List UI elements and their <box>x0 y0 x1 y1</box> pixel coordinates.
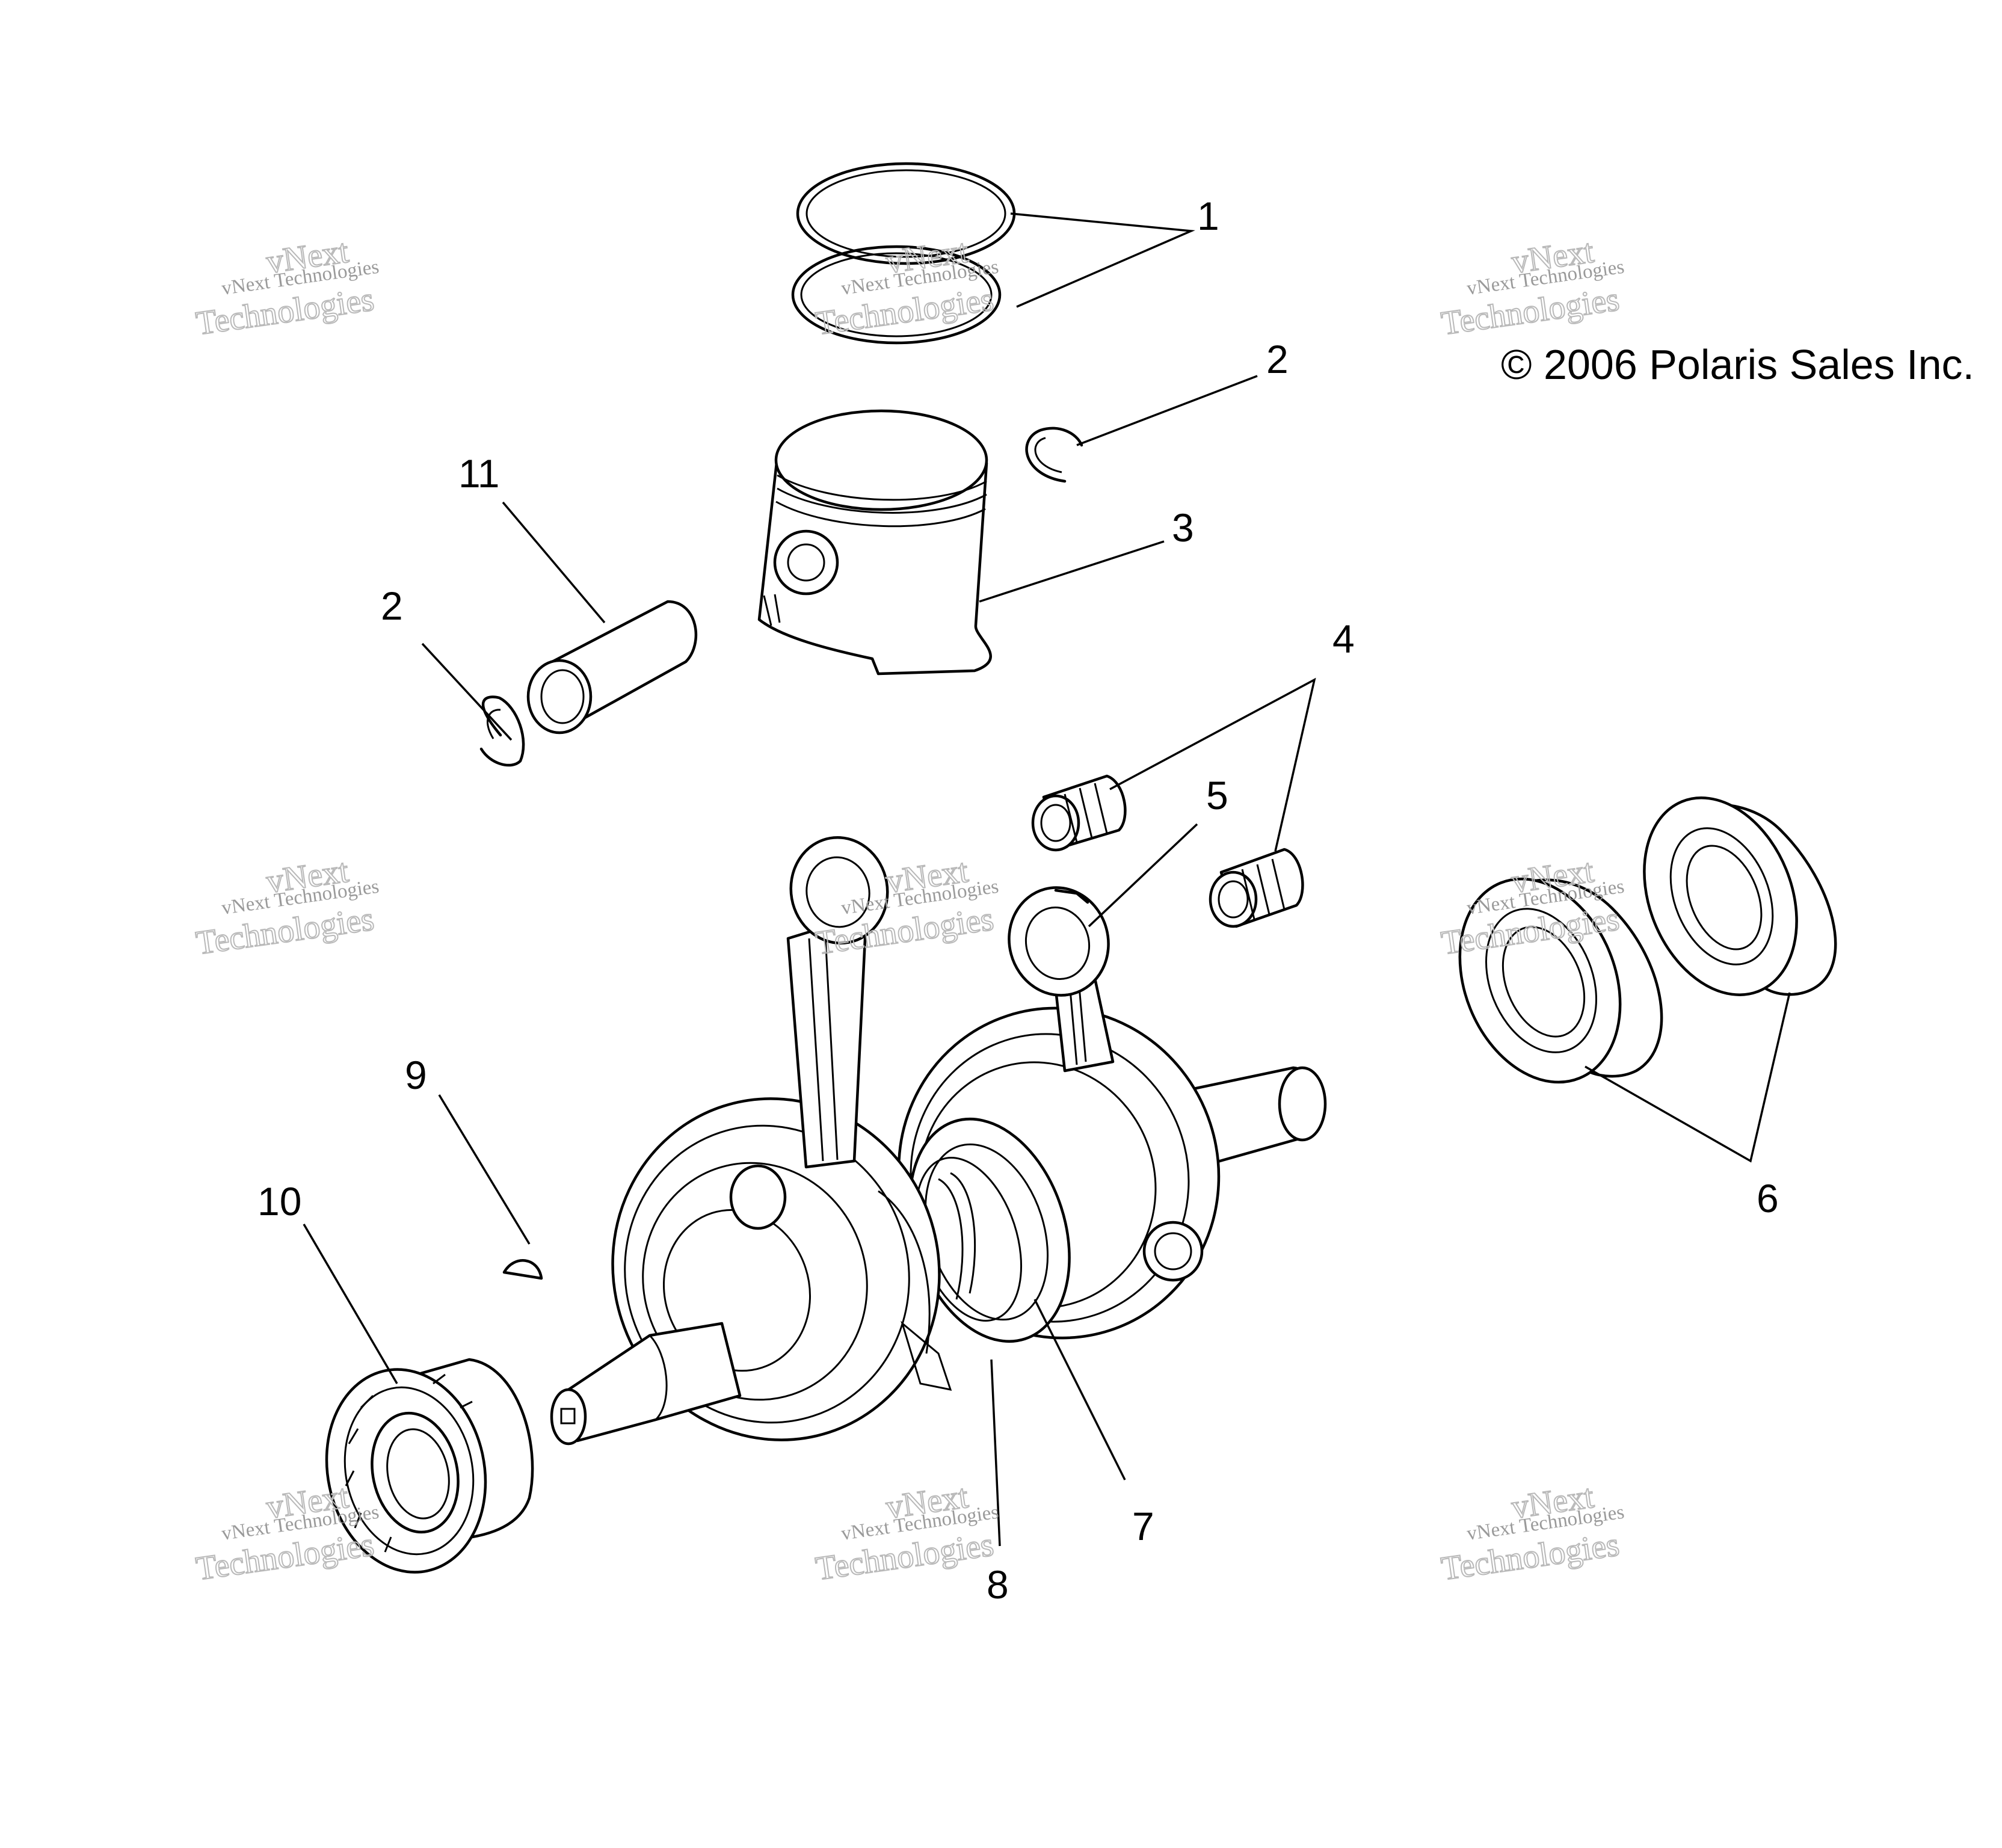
callout-9: 9 <box>405 1053 427 1097</box>
circlip-right <box>1025 427 1083 483</box>
callout-4: 4 <box>1332 617 1355 661</box>
crank-seal-inner <box>1458 877 1663 1084</box>
callout-8: 8 <box>987 1562 1009 1607</box>
piston <box>757 409 992 676</box>
leader-lines <box>303 212 1791 1547</box>
copyright-notice: © 2006 Polaris Sales Inc. <box>1501 341 1974 388</box>
callout-1: 1 <box>1197 194 1219 238</box>
callout-11: 11 <box>458 451 500 496</box>
watermark: vNext Technologies vNext Technologies <box>1438 1477 1625 1588</box>
watermark: vNext Technologies vNext Technologies <box>193 232 380 343</box>
piston-rings <box>791 162 1016 345</box>
callout-labels: 1 2 2 3 4 5 6 7 8 9 10 11 <box>257 194 1779 1607</box>
wrist-pin <box>526 600 698 735</box>
main-roller-bearing <box>325 1358 534 1574</box>
watermark: vNext Technologies vNext Technologies <box>1438 232 1625 343</box>
callout-6: 6 <box>1757 1176 1779 1221</box>
callout-2-right: 2 <box>1266 337 1289 381</box>
crankshaft-assembly <box>550 836 1327 1446</box>
watermark: vNext Technologies vNext Technologies <box>193 851 380 962</box>
watermark: vNext Technologies vNext Technologies <box>813 1477 1000 1588</box>
crank-seal-outer <box>1643 796 1837 996</box>
callout-5: 5 <box>1206 773 1228 818</box>
needle-bearing-lower <box>1209 848 1304 928</box>
callout-10: 10 <box>257 1179 301 1224</box>
woodruff-key <box>502 1259 543 1280</box>
callout-3: 3 <box>1172 505 1194 550</box>
needle-bearing-upper <box>1031 774 1127 852</box>
callout-7: 7 <box>1132 1504 1154 1548</box>
callout-2-left: 2 <box>381 584 403 628</box>
watermark: vNext Technologies vNext Technologies <box>1438 851 1625 962</box>
